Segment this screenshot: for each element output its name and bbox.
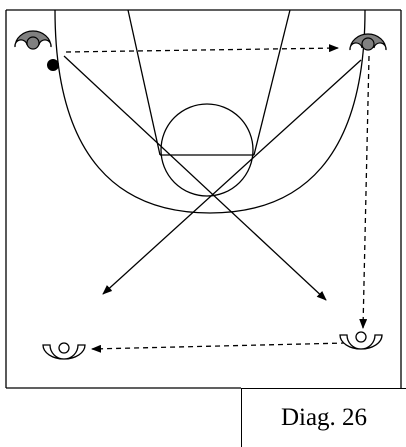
cone-icon bbox=[339, 334, 383, 350]
cone-bottom-right bbox=[339, 331, 383, 350]
cone-center-icon bbox=[355, 331, 367, 343]
player-top-right bbox=[349, 33, 387, 51]
three-point-arc bbox=[54, 9, 366, 214]
cone-icon bbox=[42, 344, 86, 360]
cut-right-to-left bbox=[102, 59, 362, 295]
player-center-icon bbox=[26, 36, 40, 50]
pass-right bbox=[359, 55, 370, 329]
player-top-left bbox=[14, 30, 59, 71]
ball-icon bbox=[47, 59, 59, 71]
court bbox=[5, 9, 402, 389]
diagram-caption: Diag. 26 bbox=[241, 388, 406, 447]
lane-line-left bbox=[127, 9, 161, 156]
cut-left-to-right bbox=[63, 55, 327, 301]
cone-center-icon bbox=[58, 342, 70, 354]
pass-bottom bbox=[91, 342, 347, 353]
movement-lines bbox=[63, 44, 370, 353]
pass-top bbox=[65, 44, 339, 53]
lane-line-right bbox=[253, 9, 291, 156]
player-center-icon bbox=[361, 37, 375, 51]
free-throw-circle bbox=[160, 103, 254, 197]
cone-bottom-left bbox=[42, 342, 86, 360]
